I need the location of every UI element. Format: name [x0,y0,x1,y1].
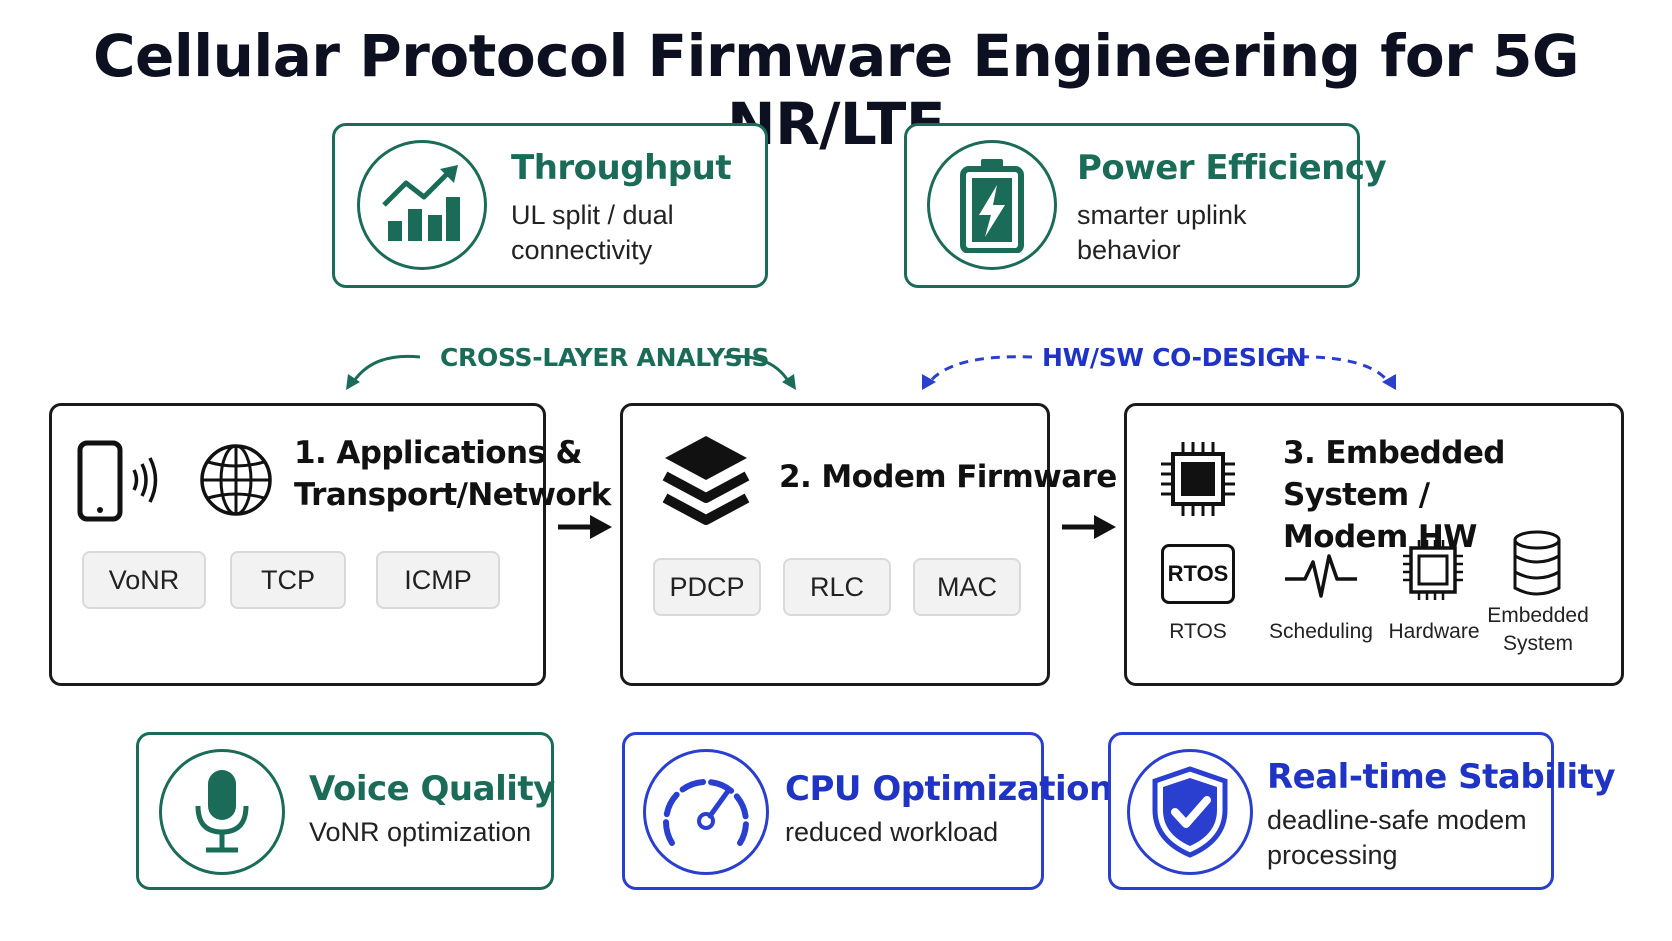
label-embedded-line1: Embedded [1487,604,1589,627]
power-title: Power Efficiency [1077,148,1387,188]
label-embedded-system: Embedded System [1483,602,1593,658]
rtos-box-icon: RTOS [1161,544,1235,604]
label-hardware: Hardware [1388,620,1480,643]
label-embedded-line2: System [1502,632,1573,655]
stability-desc-line1: deadline-safe modem [1267,805,1527,835]
power-desc-line1: smarter uplink [1077,200,1247,230]
pulse-icon [1285,554,1357,598]
cpu-icon-circle [643,749,769,875]
layers-icon [662,436,750,525]
chip-icmp: ICMP [376,551,500,609]
chip-rlc: RLC [783,558,891,616]
band-arrows [346,354,1396,390]
voice-title: Voice Quality [309,769,555,809]
stability-title: Real-time Stability [1267,757,1616,797]
stage2-title: 2. Modem Firmware [779,459,1117,495]
processor-icon [1161,442,1235,516]
label-scheduling: Scheduling [1269,620,1373,643]
rtos-box-text: RTOS [1167,561,1229,586]
chip-icon [1403,540,1463,600]
page-title: Cellular Protocol Firmware Engineering f… [92,22,1580,158]
throughput-card: Throughput UL split / dual connectivity [332,123,768,288]
stage-applications: 1. Applications & Transport/Network VoNR… [49,403,611,686]
stage1-title-line1: 1. Applications & [294,435,583,471]
stability-desc: deadline-safe modem processing [1267,803,1527,873]
realtime-stability-card: Real-time Stability deadline-safe modem … [1108,732,1616,890]
throughput-desc-line2: connectivity [511,235,653,265]
throughput-desc-line1: UL split / dual [511,200,674,230]
stage1-title: 1. Applications & Transport/Network [294,432,611,516]
chip-pdcp: PDCP [653,558,761,616]
chip-vonr: VoNR [82,551,206,609]
voice-quality-card: Voice Quality VoNR optimization [136,732,555,890]
throughput-title: Throughput [511,148,732,188]
hwsw-label: HW/SW CO-DESIGN [1042,343,1307,372]
throughput-desc: UL split / dual connectivity [511,198,674,268]
stage-embedded-system: 3. Embedded System / Modem HW RTOS RTOS … [1124,403,1624,686]
stability-icon-circle [1127,749,1253,875]
shield-check-icon [1152,766,1228,858]
globe-icon [200,444,272,516]
database-icon [1513,530,1561,596]
stage-modem-firmware: 2. Modem Firmware PDCP RLC MAC [620,403,1117,686]
cpu-desc: reduced workload [785,817,999,847]
flow-arrow-1 [558,515,612,539]
power-desc-line2: behavior [1077,235,1181,265]
chip-tcp: TCP [230,551,346,609]
chip-mac: MAC [913,558,1021,616]
microphone-icon [195,770,249,853]
stage1-title-line2: Transport/Network [294,477,611,513]
throughput-icon-circle [357,140,487,270]
bar-chart-trend-icon [382,165,460,241]
stage3-title-line1: 3. Embedded System / [1283,435,1505,513]
voice-icon-circle [159,749,285,875]
power-desc: smarter uplink behavior [1077,198,1247,268]
phone-signal-icon [77,440,158,522]
power-icon-circle [927,140,1057,270]
flow-arrow-2 [1062,515,1116,539]
cpu-optimization-card: CPU Optimization reduced workload [622,732,1113,890]
voice-desc: VoNR optimization [309,817,532,847]
cross-layer-label: CROSS-LAYER ANALYSIS [440,343,770,372]
label-rtos: RTOS [1169,620,1227,643]
power-efficiency-card: Power Efficiency smarter uplink behavior [904,123,1387,288]
stability-desc-line2: processing [1267,840,1398,870]
cpu-title: CPU Optimization [785,769,1113,809]
battery-bolt-icon [960,159,1024,253]
gauge-icon [663,779,749,846]
